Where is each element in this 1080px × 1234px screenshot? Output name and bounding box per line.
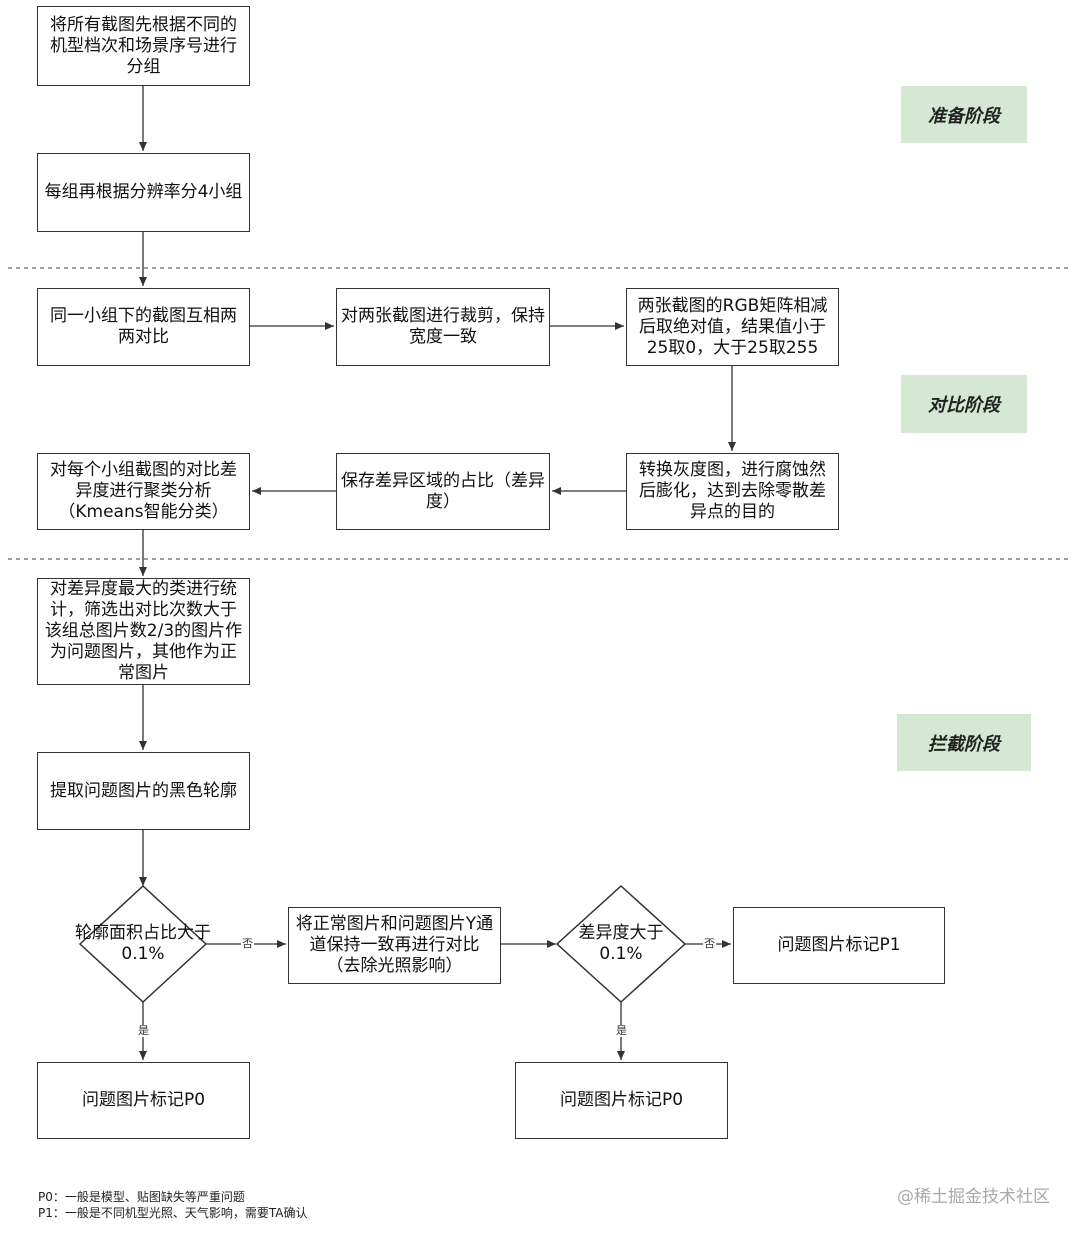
decision-area-shape (78, 884, 208, 1004)
node-mark-p0-right: 问题图片标记P0 (515, 1062, 728, 1139)
note-p0: P0：一般是模型、贴图缺失等严重问题 (38, 1190, 245, 1204)
node-pairwise-compare: 同一小组下的截图互相两两对比 (37, 288, 250, 366)
node-grayscale: 转换灰度图，进行腐蚀然后膨化，达到去除零散差异点的目的 (626, 453, 839, 530)
node-mark-p1: 问题图片标记P1 (733, 907, 945, 984)
stage-prepare: 准备阶段 (901, 86, 1027, 143)
note-p1: P1：一般是不同机型光照、天气影响，需要TA确认 (38, 1206, 308, 1220)
edge-label-yes-1: 是 (137, 1024, 150, 1037)
edge-label-no-2: 否 (703, 937, 716, 950)
node-crop: 对两张截图进行裁剪，保持宽度一致 (336, 288, 550, 366)
stage-compare: 对比阶段 (901, 375, 1027, 433)
watermark: @稀土掘金技术社区 (897, 1187, 1050, 1207)
node-y-channel: 将正常图片和问题图片Y通道保持一致再进行对比（去除光照影响） (288, 907, 501, 984)
node-group-by-model: 将所有截图先根据不同的机型档次和场景序号进行分组 (37, 6, 250, 86)
decision-area-label: 轮廓面积占比大于0.1% (75, 923, 211, 964)
node-stat: 对差异度最大的类进行统计，筛选出对比次数大于该组总图片数2/3的图片作为问题图片… (37, 578, 250, 685)
node-subgroup-by-resolution: 每组再根据分辨率分4小组 (37, 153, 250, 232)
stage-intercept: 拦截阶段 (897, 714, 1031, 771)
decision-diff-shape (555, 884, 687, 1004)
node-save-ratio: 保存差异区域的占比（差异度） (336, 453, 550, 530)
node-rgb-diff: 两张截图的RGB矩阵相减后取绝对值，结果值小于25取0，大于25取255 (626, 288, 839, 366)
decision-diff-label: 差异度大于0.1% (578, 923, 664, 964)
edge-label-yes-2: 是 (615, 1024, 628, 1037)
node-contour: 提取问题图片的黑色轮廓 (37, 752, 250, 830)
node-mark-p0-left: 问题图片标记P0 (37, 1062, 250, 1139)
edge-label-no-1: 否 (241, 937, 254, 950)
node-kmeans: 对每个小组截图的对比差异度进行聚类分析（Kmeans智能分类） (37, 453, 250, 530)
